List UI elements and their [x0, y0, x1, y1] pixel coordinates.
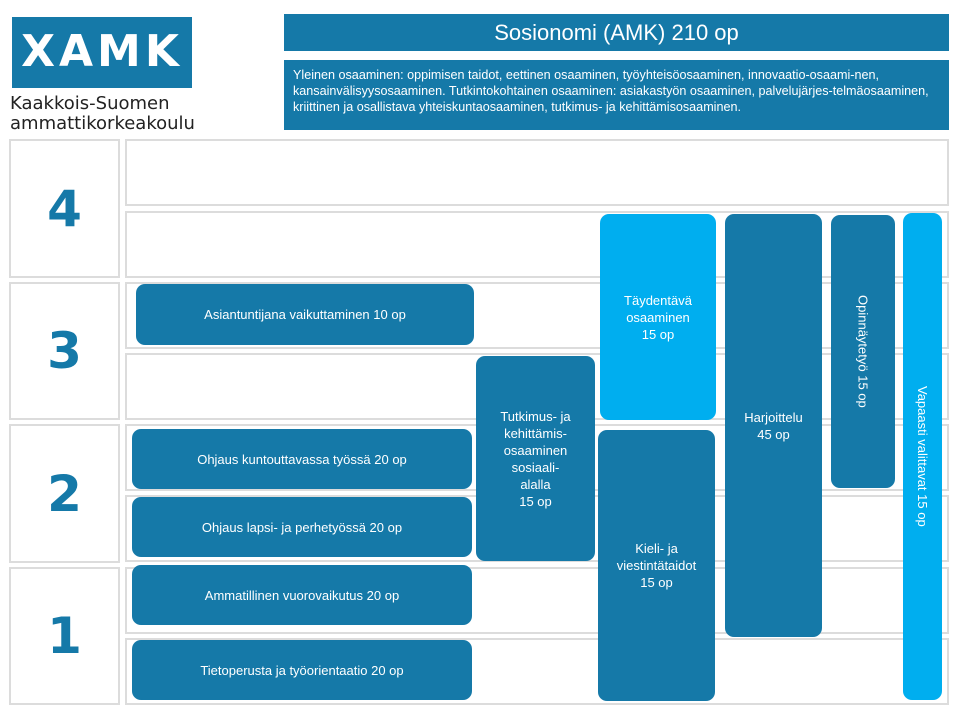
course-kieli-ja-viestintataidot: Kieli- ja viestintätaidot 15 op — [598, 430, 715, 701]
course-opinnaytetyo-label: Opinnäytetyö 15 op — [855, 295, 871, 408]
year-number: 4 — [47, 179, 82, 238]
year-level-2: 2 — [9, 424, 120, 563]
course-ohjaus-kuntouttavassa-tyossa: Ohjaus kuntouttavassa työssä 20 op — [132, 429, 472, 489]
year-number: 3 — [47, 322, 82, 380]
course-vapaasti-valittavat: Vapaasti valittavat 15 op — [903, 213, 942, 700]
course-tietoperusta-ja-tyoorientaatio: Tietoperusta ja työorientaatio 20 op — [132, 640, 472, 700]
logo-subtitle: Kaakkois-Suomen ammattikorkeakoulu — [10, 94, 210, 134]
competence-description: Yleinen osaaminen: oppimisen taidot, eet… — [284, 60, 949, 130]
course-harjoittelu: Harjoittelu 45 op — [725, 214, 822, 637]
xamk-logo: XAMK — [12, 17, 192, 88]
semester-row — [125, 211, 949, 278]
course-ammatillinen-vuorovaikutus: Ammatillinen vuorovaikutus 20 op — [132, 565, 472, 625]
course-asiantuntijana-vaikuttaminen: Asiantuntijana vaikuttaminen 10 op — [136, 284, 474, 345]
year-level-4: 4 — [9, 139, 120, 278]
course-tutkimus-ja-kehittamisosaaminen: Tutkimus- ja kehittämis- osaaminen sosia… — [476, 356, 595, 561]
logo-line2: ammattikorkeakoulu — [10, 113, 195, 134]
year-level-3: 3 — [9, 282, 120, 420]
course-opinnaytetyo: Opinnäytetyö 15 op — [831, 215, 895, 488]
semester-row — [125, 139, 949, 206]
logo-wordmark: XAMK — [21, 26, 183, 77]
course-taydentava-osaaminen: Täydentävä osaaminen 15 op — [600, 214, 716, 420]
year-level-1: 1 — [9, 567, 120, 705]
year-number: 1 — [47, 607, 82, 665]
course-vapaasti-valittavat-label: Vapaasti valittavat 15 op — [915, 386, 930, 527]
year-number: 2 — [47, 464, 82, 523]
course-ohjaus-lapsi-ja-perhetyossa: Ohjaus lapsi- ja perhetyössä 20 op — [132, 497, 472, 557]
logo-line1: Kaakkois-Suomen — [10, 93, 170, 114]
page-title: Sosionomi (AMK) 210 op — [284, 14, 949, 51]
